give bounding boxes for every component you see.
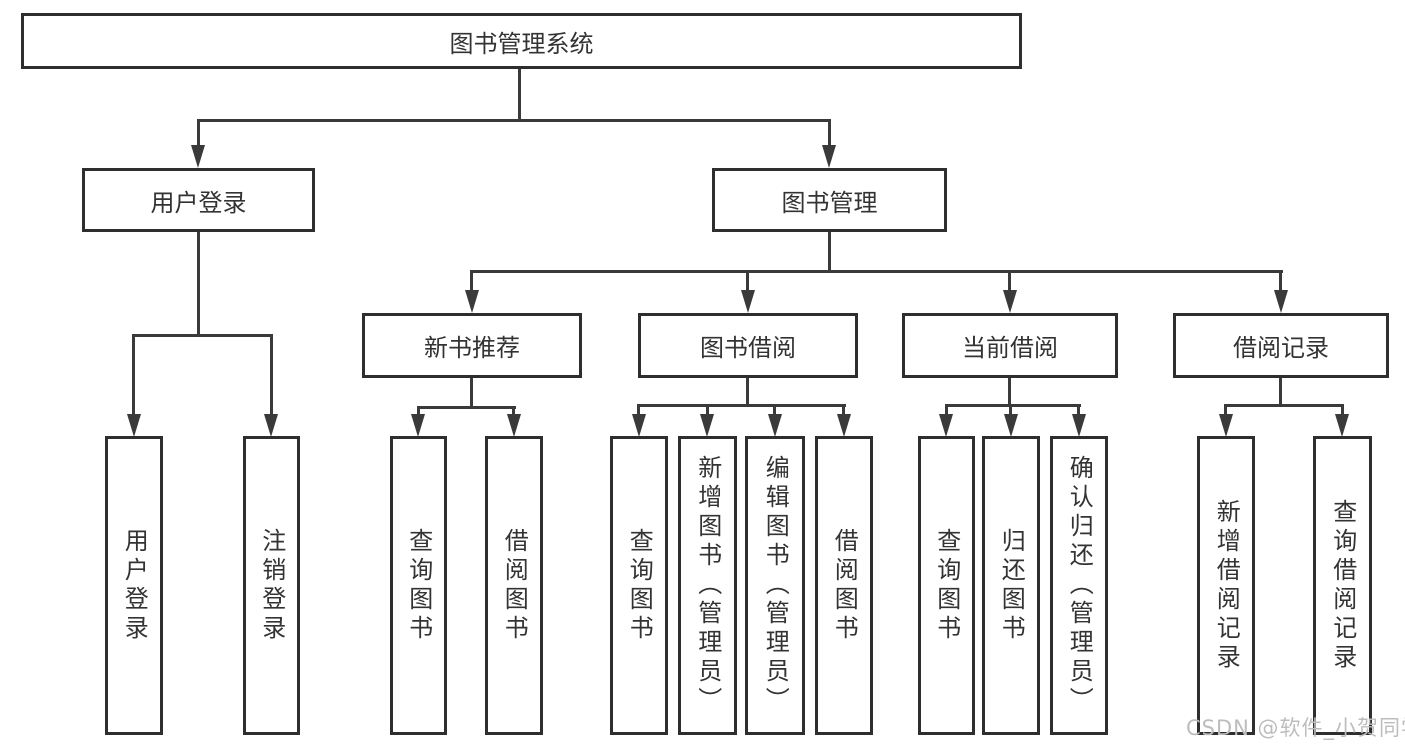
arrowhead-down xyxy=(127,414,141,437)
connector-line xyxy=(417,406,420,416)
connector-line xyxy=(1009,404,1012,416)
node-borrow-records-label: 借阅记录 xyxy=(1233,334,1329,362)
arrowhead-down xyxy=(700,414,714,437)
connector-line xyxy=(512,406,515,416)
node-new-book-recommend-label: 新书推荐 xyxy=(424,334,520,362)
connector-line xyxy=(637,404,640,416)
connector-line xyxy=(518,69,521,122)
arrowhead-down xyxy=(1004,414,1018,437)
connector-line xyxy=(1077,404,1080,416)
node-user-login-label: 用户登录 xyxy=(150,188,247,217)
csdn-watermark: CSDN @软件_小贺同学 xyxy=(1186,716,1405,740)
arrowhead-down xyxy=(465,290,479,313)
arrowhead-down xyxy=(264,414,278,437)
arrowhead-down xyxy=(1335,414,1349,437)
connector-line xyxy=(1008,378,1011,407)
node-book-borrow: 图书借阅 xyxy=(638,313,858,378)
leaf-confirm-return-admin-label: 确认归还（管理员） xyxy=(1065,455,1094,716)
connector-line xyxy=(746,378,749,407)
leaf-edit-book-admin: 编辑图书（管理员） xyxy=(745,436,805,735)
leaf-add-book-admin: 新增图书（管理员） xyxy=(678,436,737,735)
node-book-management-label: 图书管理 xyxy=(781,188,878,217)
connector-line xyxy=(417,406,516,409)
connector-line xyxy=(828,232,831,273)
leaf-query-book-borrow-label: 查询图书 xyxy=(625,527,654,644)
connector-line xyxy=(470,378,473,409)
leaf-return-book: 归还图书 xyxy=(982,436,1040,735)
arrowhead-down xyxy=(741,290,755,313)
connector-line xyxy=(1224,404,1227,416)
arrowhead-down xyxy=(632,414,646,437)
connector-line xyxy=(270,334,273,416)
arrowhead-down xyxy=(191,145,205,168)
node-root-label: 图书管理系统 xyxy=(449,29,594,58)
connector-line xyxy=(132,334,135,416)
arrowhead-down xyxy=(768,414,782,437)
connector-line xyxy=(1279,270,1282,292)
connector-line xyxy=(746,270,749,292)
connector-line xyxy=(945,404,1081,407)
connector-line xyxy=(1008,270,1011,292)
leaf-add-borrow-record-label: 新增借阅记录 xyxy=(1212,498,1241,673)
connector-line xyxy=(842,404,845,416)
node-book-management: 图书管理 xyxy=(712,168,947,232)
arrowhead-down xyxy=(507,414,521,437)
leaf-edit-book-admin-label: 编辑图书（管理员） xyxy=(761,455,790,716)
connector-line xyxy=(470,270,1283,273)
node-user-login: 用户登录 xyxy=(82,168,315,232)
arrowhead-down xyxy=(1003,290,1017,313)
leaf-borrow-book-recommend: 借阅图书 xyxy=(485,436,543,735)
connector-line xyxy=(470,270,473,292)
node-root: 图书管理系统 xyxy=(21,13,1022,69)
leaf-user-login: 用户登录 xyxy=(105,436,163,735)
leaf-return-book-label: 归还图书 xyxy=(997,527,1026,644)
arrowhead-down xyxy=(939,414,953,437)
leaf-add-book-admin-label: 新增图书（管理员） xyxy=(693,455,722,716)
leaf-logout: 注销登录 xyxy=(243,436,300,735)
connector-line xyxy=(1279,378,1282,407)
leaf-borrow-book-label: 借阅图书 xyxy=(830,527,859,644)
leaf-borrow-book: 借阅图书 xyxy=(815,436,873,735)
connector-line xyxy=(1224,404,1344,407)
leaf-query-book-current-label: 查询图书 xyxy=(932,527,961,644)
leaf-user-login-label: 用户登录 xyxy=(120,527,149,644)
leaf-query-book-recommend-label: 查询图书 xyxy=(404,527,433,644)
node-current-borrow: 当前借阅 xyxy=(902,313,1118,378)
connector-line xyxy=(773,404,776,416)
connector-line xyxy=(828,119,831,147)
connector-line xyxy=(945,404,948,416)
leaf-query-borrow-record-label: 查询借阅记录 xyxy=(1328,498,1357,673)
arrowhead-down xyxy=(822,145,836,168)
leaf-query-book-recommend: 查询图书 xyxy=(390,436,447,735)
leaf-query-borrow-record: 查询借阅记录 xyxy=(1313,436,1372,735)
connector-line xyxy=(706,404,709,416)
arrowhead-down xyxy=(837,414,851,437)
connector-line xyxy=(637,404,846,407)
connector-line xyxy=(132,334,273,337)
node-new-book-recommend: 新书推荐 xyxy=(362,313,582,378)
connector-line xyxy=(197,232,200,337)
node-book-borrow-label: 图书借阅 xyxy=(700,334,796,362)
arrowhead-down xyxy=(1274,290,1288,313)
node-current-borrow-label: 当前借阅 xyxy=(962,334,1058,362)
leaf-query-book-borrow: 查询图书 xyxy=(610,436,668,735)
connector-line xyxy=(1341,404,1344,416)
node-borrow-records: 借阅记录 xyxy=(1173,313,1389,378)
leaf-logout-label: 注销登录 xyxy=(257,527,286,644)
leaf-add-borrow-record: 新增借阅记录 xyxy=(1197,436,1255,735)
leaf-confirm-return-admin: 确认归还（管理员） xyxy=(1050,436,1108,735)
arrowhead-down xyxy=(411,414,425,437)
connector-line xyxy=(197,119,831,122)
leaf-borrow-book-recommend-label: 借阅图书 xyxy=(500,527,529,644)
arrowhead-down xyxy=(1072,414,1086,437)
arrowhead-down xyxy=(1219,414,1233,437)
connector-line xyxy=(197,119,200,147)
leaf-query-book-current: 查询图书 xyxy=(918,436,975,735)
